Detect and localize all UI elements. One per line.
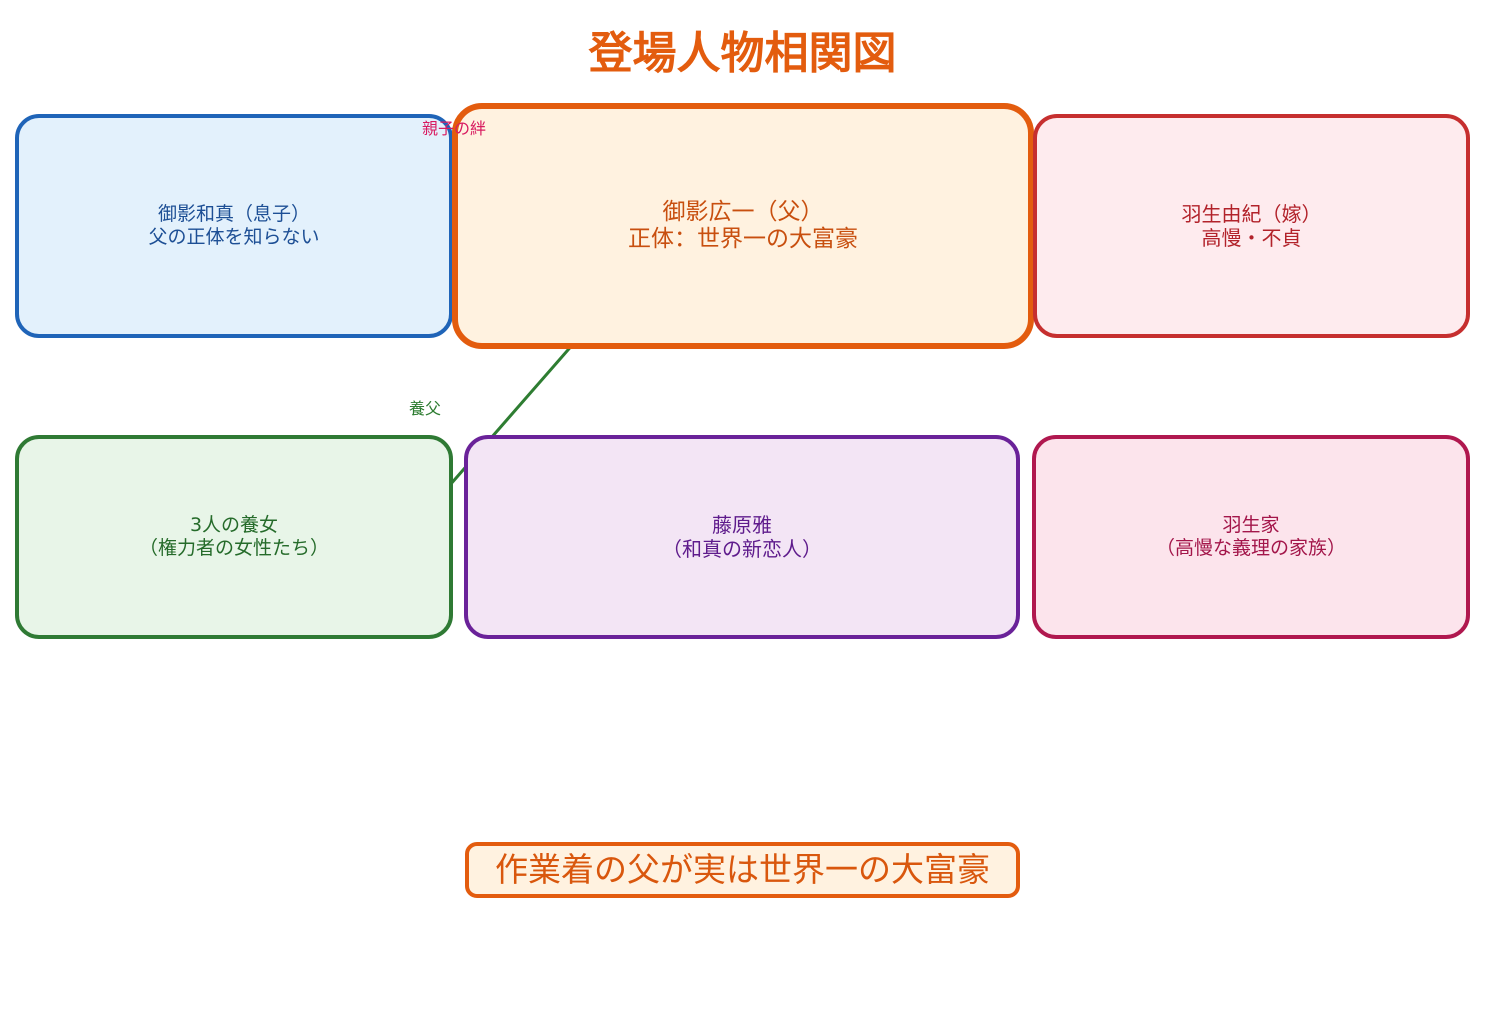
- node-adopted-daughters: 3人の養女 （権力者の女性たち）: [15, 435, 453, 639]
- edge-label-bond: 親子の絆: [422, 119, 487, 138]
- node-habu-family-name: 羽生家: [1222, 514, 1280, 536]
- node-kazuma-desc: 父の正体を知らない: [148, 226, 320, 248]
- node-koichi-name: 御影広一（父）: [662, 199, 824, 225]
- node-miyabi-name: 藤原雅: [712, 513, 772, 537]
- node-habu-family-desc: （高慢な義理の家族）: [1155, 537, 1346, 559]
- summary-banner: 作業着の父が実は世界一の大富豪: [465, 842, 1020, 898]
- adoption-arrow: [427, 317, 597, 512]
- node-koichi-desc: 正体：世界一の大富豪: [628, 226, 858, 252]
- diagram-title: 登場人物相関図: [588, 28, 897, 79]
- node-adopted-daughters-desc: （権力者の女性たち）: [138, 537, 329, 559]
- node-yuki: 羽生由紀（嫁） 高慢・不貞: [1033, 114, 1470, 338]
- node-yuki-desc: 高慢・不貞: [1201, 226, 1302, 250]
- node-adopted-daughters-name: 3人の養女: [189, 514, 279, 536]
- node-miyabi: 藤原雅 （和真の新恋人）: [464, 435, 1020, 639]
- node-yuki-name: 羽生由紀（嫁）: [1181, 202, 1322, 226]
- node-kazuma: 御影和真（息子） 父の正体を知らない: [15, 114, 453, 338]
- node-habu-family: 羽生家 （高慢な義理の家族）: [1032, 435, 1470, 639]
- node-kazuma-name: 御影和真（息子）: [157, 203, 310, 225]
- node-miyabi-desc: （和真の新恋人）: [662, 537, 822, 561]
- node-koichi: 御影広一（父） 正体：世界一の大富豪: [452, 103, 1034, 349]
- edge-label-adoption: 養父: [409, 399, 442, 418]
